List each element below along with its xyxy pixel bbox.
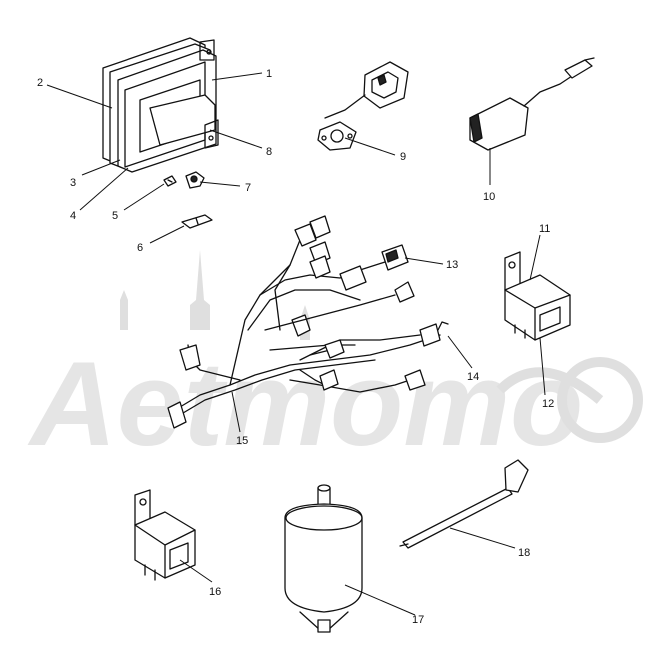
callout-15: 15 [236,435,248,447]
callout-17: 17 [412,614,424,626]
leader-lines [46,72,546,616]
callout-10: 10 [483,191,495,203]
callout-12: 12 [542,398,554,410]
relay-left [134,489,196,581]
relay-right [504,251,571,341]
screw [163,175,177,187]
callout-14: 14 [467,371,479,383]
callout-4: 4 [70,210,76,222]
callout-9: 9 [400,151,406,163]
callout-13: 13 [446,259,458,271]
callout-1: 1 [266,68,272,80]
cable-tie [399,459,529,549]
wiring-harness [167,215,441,429]
callout-7: 7 [245,182,251,194]
watermark-text: Aetmomo [27,337,583,471]
callout-3: 3 [70,177,76,189]
clip [181,214,213,229]
grommet-nut [185,171,205,189]
callout-labels: 1 2 3 4 5 6 7 8 9 10 11 12 13 14 15 16 1… [37,68,554,626]
callout-8: 8 [266,146,272,158]
callout-11: 11 [539,223,550,235]
callout-2: 2 [37,77,43,89]
callout-6: 6 [137,242,143,254]
watermark-logo: Aetmomo [27,250,643,471]
switch [469,57,595,151]
fuel-filter [284,484,363,633]
harness-connector [381,244,409,271]
wire-piece [437,321,449,331]
callout-18: 18 [518,547,530,559]
ecu-module [102,37,219,173]
sensor [317,61,409,151]
callout-16: 16 [209,586,221,598]
callout-5: 5 [112,210,118,222]
